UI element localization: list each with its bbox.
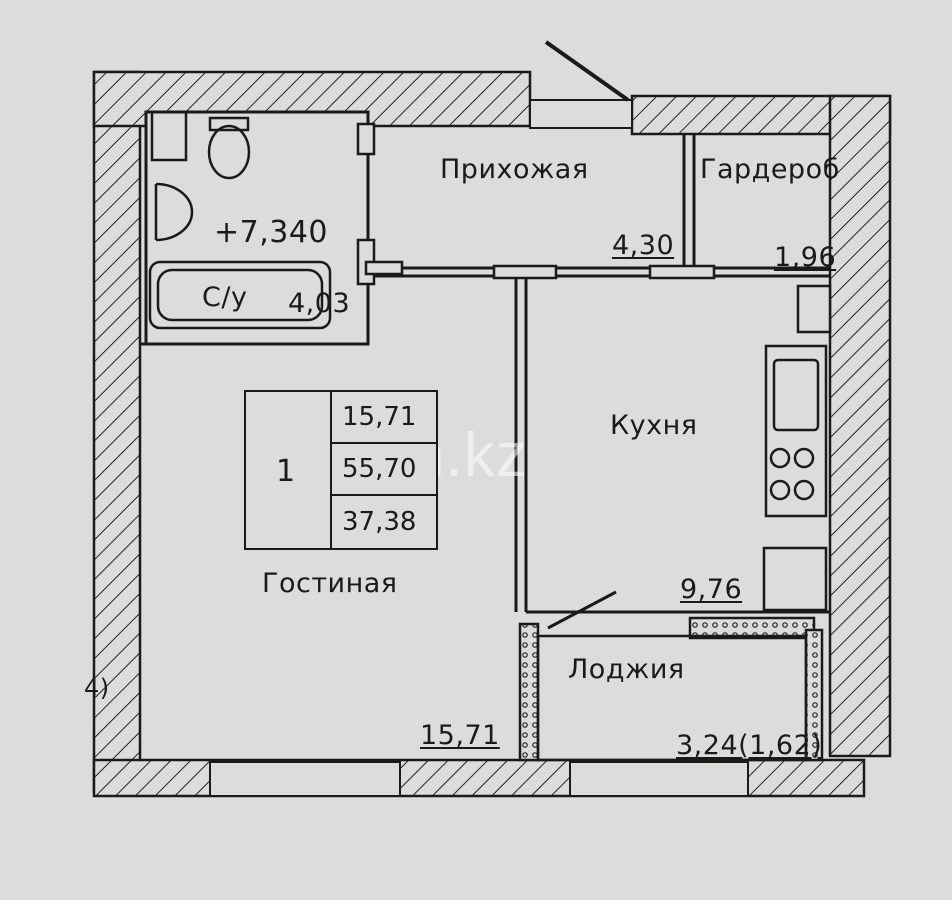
stamp-total-area: 55,70 xyxy=(332,444,436,496)
bathroom-level: +7,340 xyxy=(214,215,329,250)
wardrobe-area: 1,96 xyxy=(774,242,837,273)
loggia-door xyxy=(547,590,617,630)
interior-walls xyxy=(140,110,830,614)
area-stamp: 1 15,71 55,70 37,38 xyxy=(244,390,438,550)
wall-stubs xyxy=(356,122,832,334)
windows xyxy=(209,99,749,797)
wardrobe-name: Гардероб xyxy=(700,154,840,185)
living-name: Гостиная xyxy=(262,568,398,599)
axis-mark: 4) xyxy=(84,674,110,702)
stamp-useful-area: 37,38 xyxy=(342,507,417,537)
bathroom-fixtures xyxy=(148,110,332,330)
bathroom-area: 4,03 xyxy=(288,288,351,319)
loggia-name: Лоджия xyxy=(568,654,685,685)
living-area: 15,71 xyxy=(420,720,500,751)
stamp-rooms-count: 1 xyxy=(276,454,296,489)
stamp-rooms-cell: 1 xyxy=(246,392,332,548)
stamp-living-area: 15,71 xyxy=(332,392,436,444)
hallway-name: Прихожая xyxy=(440,154,589,185)
bathroom-name: С/у xyxy=(202,282,248,313)
kitchen-area: 9,76 xyxy=(680,574,743,605)
kitchen-fixtures xyxy=(762,344,828,612)
loggia-area: 3,24(1,62) xyxy=(676,730,823,761)
loggia-walls xyxy=(518,616,824,762)
hallway-area: 4,30 xyxy=(612,230,675,261)
kitchen-name: Кухня xyxy=(610,410,698,441)
entrance-door xyxy=(544,40,630,102)
